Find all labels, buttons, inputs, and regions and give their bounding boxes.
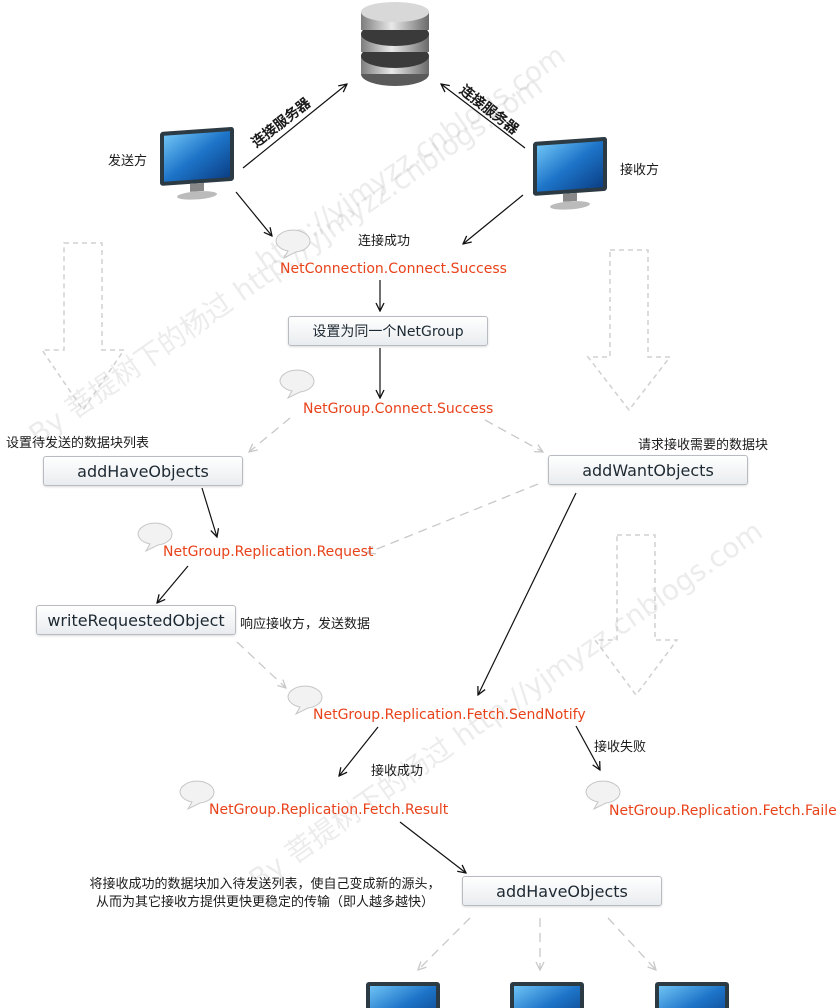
connect-ok-label: 连接成功	[358, 234, 411, 249]
speech-bubble-icon	[275, 229, 311, 260]
down-arrow-icon	[40, 242, 126, 412]
sender-label: 发送方	[108, 154, 148, 169]
caption-text: 将接收成功的数据块加入待发送列表，使自己变成新的源头， 从而为其它接收方提供更快…	[60, 876, 470, 912]
event-fetch-send-notify: NetGroup.Replication.Fetch.SendNotify	[313, 707, 586, 723]
caption-line-2: 从而为其它接收方提供更快更稳定的传输（即人越多越快）	[95, 895, 434, 910]
arrow-want-to-sendnotify	[478, 492, 577, 695]
database-icon	[361, 2, 429, 86]
receive-ok-label: 接收成功	[371, 764, 424, 779]
monitor-icon	[533, 137, 607, 210]
monitor-icon	[366, 982, 440, 1008]
speech-bubble-icon	[585, 780, 621, 811]
monitor-icon	[160, 127, 234, 200]
dashed-arrow-to-addhave	[249, 417, 291, 452]
arrow-sender-to-server	[242, 84, 347, 169]
dashed-arrow-write-to-notify	[236, 641, 286, 688]
speech-bubble-icon	[287, 685, 323, 716]
event-replication-request: NetGroup.Replication.Request	[163, 544, 374, 560]
request-needed-label: 请求接收需要的数据块	[638, 438, 769, 453]
speech-bubble-icon	[179, 780, 215, 811]
monitor-icon	[655, 982, 729, 1008]
speech-bubble-icon	[137, 522, 173, 553]
arrow-sender-to-connect	[235, 191, 272, 236]
event-connect-success: NetConnection.Connect.Success	[280, 261, 507, 277]
write-requested-object-node: writeRequestedObject	[36, 605, 236, 635]
event-fetch-failed: NetGroup.Replication.Fetch.Failed	[609, 803, 836, 819]
add-have-objects-node: addHaveObjects	[43, 456, 243, 486]
down-arrow-icon	[586, 249, 672, 412]
caption-line-1: 将接收成功的数据块加入待发送列表，使自己变成新的源头，	[89, 877, 441, 892]
dashed-arrow-to-peer-1	[418, 917, 471, 970]
arrow-receiver-to-server	[441, 84, 526, 149]
speech-bubble-icon	[279, 369, 315, 400]
respond-send-label: 响应接收方，发送数据	[240, 617, 371, 632]
arrow-notify-to-failed	[575, 725, 600, 770]
event-fetch-result: NetGroup.Replication.Fetch.Result	[209, 802, 449, 818]
arrow-request-to-write	[157, 565, 189, 603]
arrow-have-to-request	[201, 487, 217, 537]
dashed-arrow-to-addwant	[484, 419, 543, 452]
arrow-receiver-to-connect	[463, 194, 524, 244]
receiver-label: 接收方	[620, 163, 660, 178]
set-netgroup-node: 设置为同一个NetGroup	[288, 316, 488, 346]
dashed-arrow-want-to-request	[367, 483, 539, 553]
add-want-objects-node: addWantObjects	[548, 455, 748, 485]
dashed-arrow-to-peer-3	[607, 917, 656, 970]
monitor-icon	[510, 982, 584, 1008]
event-group-connect-success: NetGroup.Connect.Success	[303, 401, 494, 417]
receive-fail-label: 接收失败	[594, 740, 647, 755]
set-pending-list-label: 设置待发送的数据块列表	[6, 436, 150, 451]
arrow-notify-to-result	[339, 726, 379, 776]
arrow-result-to-addhave	[399, 821, 466, 873]
down-arrow-icon	[593, 534, 679, 697]
add-have-objects-node-2: addHaveObjects	[462, 876, 662, 906]
